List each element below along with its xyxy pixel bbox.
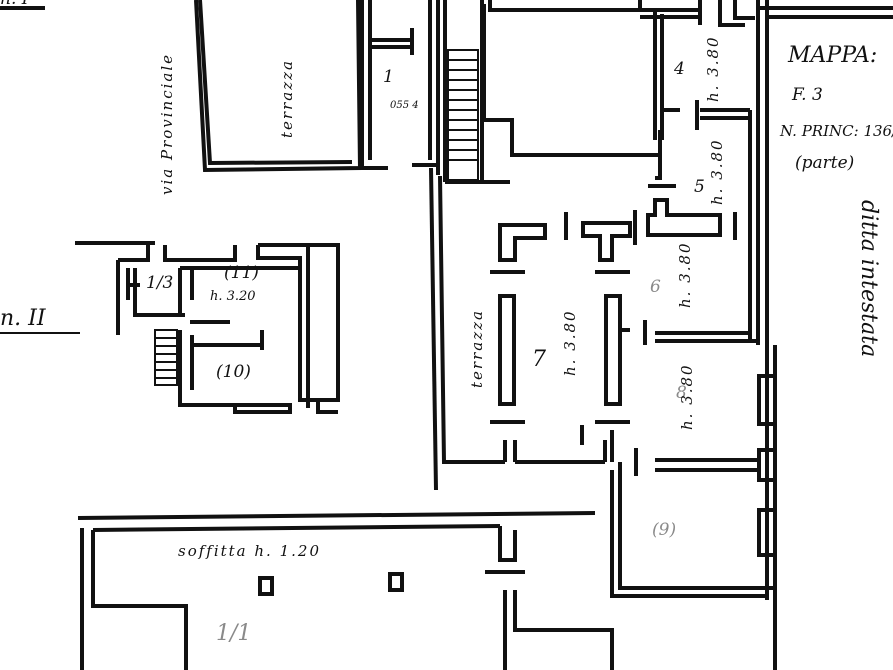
- map-annotation: MAPPA: F. 3 N. PRINC: 136/A (parte): [779, 43, 893, 173]
- small-unit-fraction: 1/3: [146, 273, 173, 293]
- attic-label: soffitta h. 1.20: [178, 542, 321, 560]
- room-7-number: 7: [532, 347, 546, 372]
- room-4: 4 h. 3.80: [653, 0, 755, 140]
- room-5: 5 h. 3.80: [646, 130, 737, 240]
- room-6-number: 6: [650, 277, 661, 297]
- room-8-height: h. 3.80: [678, 363, 696, 430]
- attic-fraction: 1/1: [216, 621, 251, 646]
- room-10-number: (10): [216, 362, 251, 382]
- room-6: 6 h. 3.80: [650, 241, 758, 343]
- corner-fragment: n. I: [0, 0, 45, 10]
- east-wall: [748, 0, 893, 670]
- room-4-height: h. 3.80: [704, 35, 722, 102]
- terrace-top: terrazza: [194, 0, 363, 173]
- stair-code: 055 4: [390, 100, 419, 111]
- room-9: (9): [610, 462, 775, 598]
- room-5-height: h. 3.80: [708, 138, 726, 205]
- room-6-height: h. 3.80: [676, 241, 694, 308]
- attic-block: soffitta h. 1.20 1/1: [77, 511, 614, 670]
- room-top-center: [482, 0, 702, 157]
- stair-block: 1 055 4: [360, 0, 510, 184]
- stair-fraction: 1: [383, 67, 394, 87]
- room-8-number: 8: [676, 383, 687, 403]
- room-11-number: (11): [224, 263, 259, 283]
- room-7-height: h. 3.80: [561, 309, 579, 376]
- terrace-top-label: terrazza: [278, 59, 296, 138]
- street-label: via Provinciale: [158, 53, 176, 195]
- room-11-height: h. 3.20: [210, 289, 256, 304]
- room-4-number: 4: [673, 59, 685, 79]
- stair-treads: [448, 59, 478, 161]
- map-note: (parte): [795, 153, 854, 173]
- terrace-middle-label: terrazza: [468, 309, 486, 388]
- level-two-label: n. II: [0, 306, 47, 331]
- map-sheet: F. 3: [791, 85, 823, 105]
- room-5-number: 5: [694, 177, 705, 197]
- unit-level-two: 1/3 (11) h. 3.20 (10): [75, 241, 340, 414]
- room-8: 8 h. 3.80: [634, 363, 760, 476]
- owner-side-label: ditta intestata: [856, 200, 881, 357]
- map-parcel: N. PRINC: 136/A: [779, 122, 893, 140]
- map-title: MAPPA:: [787, 43, 877, 68]
- room-7-block: terrazza 7 h. 3.80: [429, 167, 647, 491]
- room-9-number: (9): [652, 520, 676, 540]
- corner-label: n. I: [0, 0, 29, 9]
- level-two-label-group: n. II: [0, 306, 80, 334]
